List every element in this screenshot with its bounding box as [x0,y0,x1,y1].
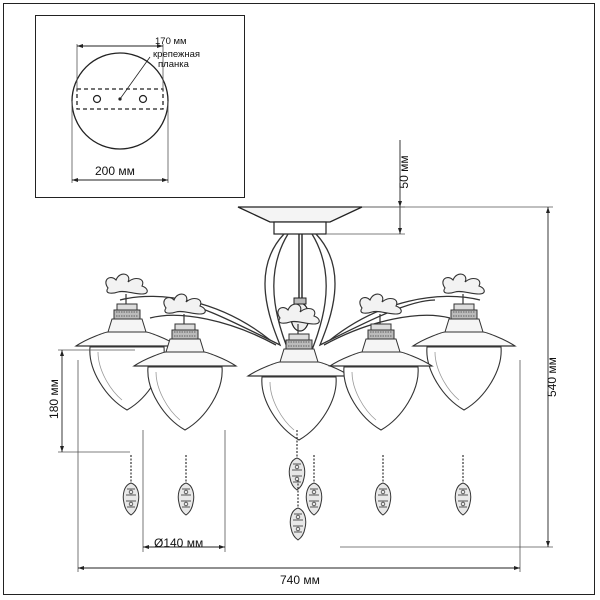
canopy-detail-inset [35,15,245,198]
canopy-diameter-label: 200 мм [95,164,135,178]
plate-width-label: 170 мм [155,36,187,47]
mount-label-line2: планка [158,59,189,70]
drawing-frame [3,3,595,595]
shade-diameter-label: Ø140 мм [154,536,204,550]
total-height-label: 540 мм [545,357,559,397]
canopy-height-label: 50 мм [397,155,411,189]
mount-label-line1: крепежная [153,49,201,60]
shade-height-label: 180 мм [47,379,61,419]
total-width-label: 740 мм [280,573,320,587]
